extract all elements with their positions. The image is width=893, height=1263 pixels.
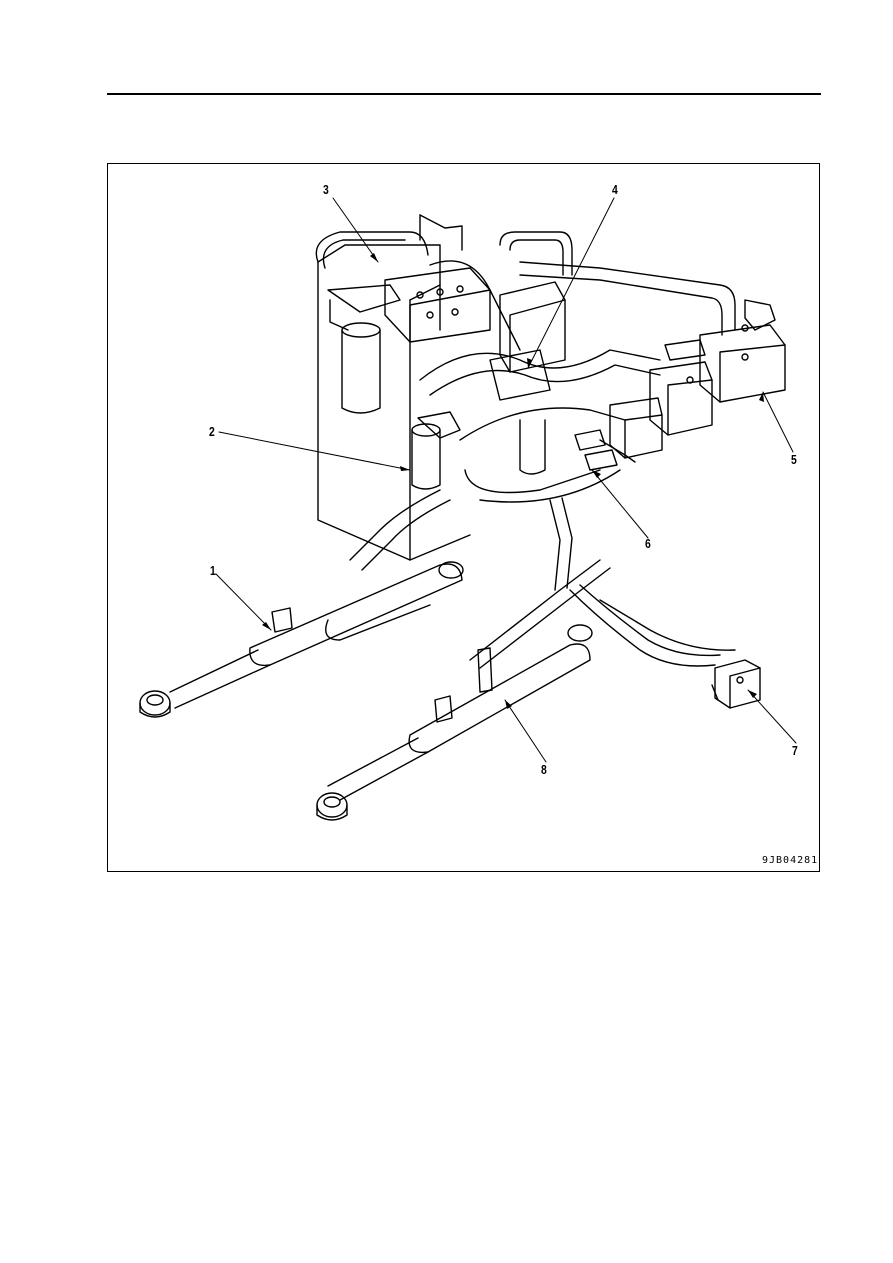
callout-2: 2	[209, 424, 215, 439]
leader-lines	[216, 198, 796, 762]
callout-8: 8	[541, 762, 547, 777]
callout-3: 3	[323, 182, 329, 197]
middle-hoses	[350, 350, 660, 570]
callout-7: 7	[792, 743, 798, 758]
callout-5: 5	[791, 452, 797, 467]
central-manifold	[490, 282, 565, 474]
filter-canister	[328, 285, 400, 413]
control-valve-block	[385, 268, 490, 342]
right-cylinder	[317, 625, 592, 820]
accumulator	[412, 412, 460, 489]
stop-valve	[712, 660, 760, 708]
hydraulic-tank	[318, 215, 470, 560]
callout-6: 6	[645, 536, 651, 551]
figure-code: 9JB04281	[762, 855, 818, 866]
pump-assembly	[610, 300, 785, 458]
left-cylinder	[140, 562, 463, 717]
lower-hoses	[470, 560, 735, 668]
callout-1: 1	[210, 563, 216, 578]
callout-4: 4	[612, 182, 618, 197]
